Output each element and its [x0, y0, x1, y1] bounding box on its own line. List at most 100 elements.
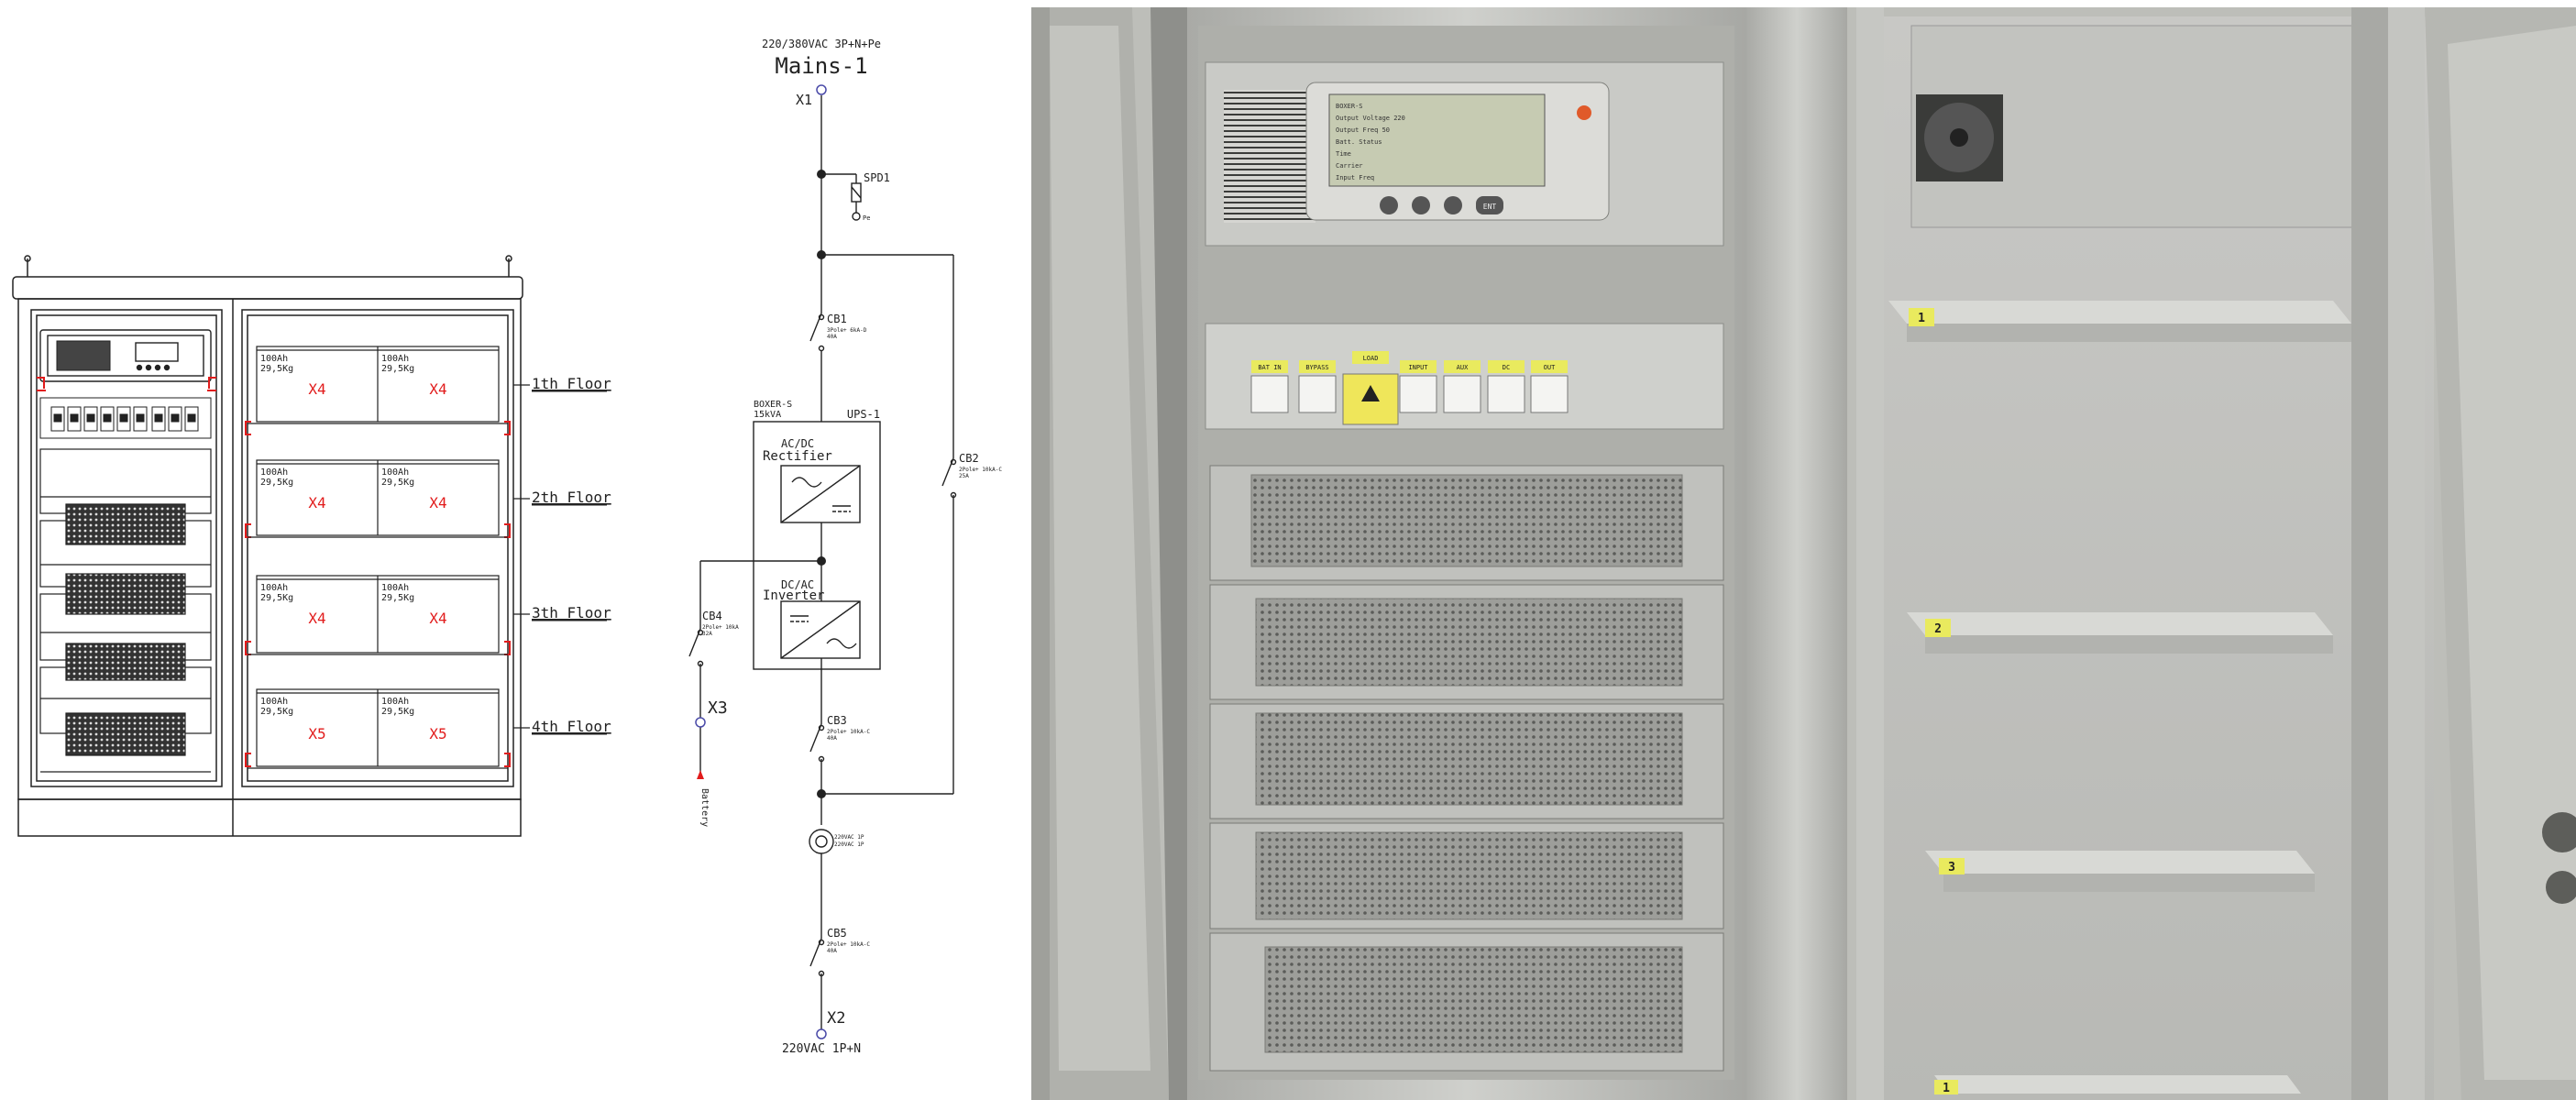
terminal-x1: [816, 84, 827, 95]
battery-capacity: 100Ah: [260, 468, 288, 478]
cb4-spec: 2Pole+ 10kA: [702, 624, 739, 631]
svg-text:BOXER-S: BOXER-S: [1336, 103, 1363, 110]
schematic-nodes: [695, 84, 827, 1040]
cb3-spec: 2Pole+ 10kA-C: [827, 729, 870, 735]
battery-capacity: 100Ah: [260, 697, 288, 707]
cb2-label: CB2: [959, 452, 979, 465]
cb1-label: CB1: [827, 313, 847, 325]
cb5-rating: 40A: [827, 948, 837, 954]
floor-label-3: 3th Floor: [532, 604, 611, 622]
x3-label: X3: [708, 698, 728, 718]
battery-capacity: 100Ah: [260, 354, 288, 364]
battery-qty: X4: [308, 494, 325, 512]
power-module-3: [65, 643, 186, 681]
battery-weight: 29,5Kg: [260, 364, 293, 374]
battery-qty: X4: [308, 610, 325, 627]
inverter-label-1: DC/AC: [781, 578, 814, 591]
battery-qty: X4: [429, 494, 446, 512]
svg-text:Output Freq 50: Output Freq 50: [1336, 126, 1390, 134]
cb5-spec: 2Pole+ 10kA-C: [827, 941, 870, 948]
floor-label-2: 2th Floor: [532, 489, 611, 506]
center-post: [1746, 7, 1847, 1100]
shelf-number-1: 1: [1918, 312, 1925, 325]
battery-capacity: 100Ah: [381, 697, 409, 707]
power-modules: [39, 448, 212, 773]
battery-label: Battery: [699, 788, 710, 827]
battery-quantities: X4 X4 X4 X4 X4 X4 X5 X5: [308, 380, 446, 742]
floor-label-1: 1th Floor: [532, 375, 611, 392]
svg-text:BYPASS: BYPASS: [1305, 364, 1328, 371]
mains-label: Mains-1: [775, 53, 867, 79]
battery-weight: 29,5Kg: [381, 593, 414, 603]
ups-head-unit: [39, 329, 212, 382]
x1-label: X1: [796, 92, 812, 108]
battery-qty: X4: [308, 380, 325, 398]
spd-label: SPD1: [864, 171, 890, 184]
x2-label: X2: [827, 1009, 845, 1028]
cb2-rating: 25A: [959, 473, 969, 479]
transformer-secondary: 220VAC 1P: [834, 842, 864, 848]
output-label: 220VAC 1P+N: [782, 1042, 861, 1056]
shelf-number-3: 3: [1948, 861, 1955, 874]
ups-vent-grille: [56, 340, 111, 371]
cb1-rating: 40A: [827, 334, 837, 340]
ups-model: BOXER-S: [754, 400, 792, 410]
battery-labels: 100Ah 29,5Kg 100Ah 29,5Kg 100Ah 29,5Kg 1…: [260, 354, 414, 717]
supply-label: 220/380VAC 3P+N+Pe: [762, 38, 881, 50]
ups-name: UPS-1: [847, 408, 880, 421]
battery-qty: X4: [429, 380, 446, 398]
power-module-2: [65, 573, 186, 615]
schematic-labels: 220/380VAC 3P+N+Pe Mains-1 X1 SPD1 Pe CB…: [699, 38, 1002, 1056]
battery-capacity: 100Ah: [381, 583, 409, 593]
battery-arrow: [697, 770, 704, 779]
cb2-spec: 2Pole+ 10kA-C: [959, 467, 1002, 473]
battery-capacity: 100Ah: [381, 468, 409, 478]
cabinet-photo: BOXER-S Output Voltage 220 Output Freq 5…: [1031, 7, 2576, 1100]
pe-terminal: [852, 212, 861, 221]
pe-label: Pe: [863, 214, 870, 222]
battery-weight: 29,5Kg: [260, 478, 293, 488]
shelf-number-2: 2: [1934, 622, 1942, 636]
ups-head-photo: BOXER-S Output Voltage 220 Output Freq 5…: [1205, 61, 1724, 247]
battery-capacity: 100Ah: [381, 354, 409, 364]
power-modules-photo: [1209, 465, 1724, 1072]
floor-label-4: 4th Floor: [532, 718, 611, 735]
photo-vent-grille: [1224, 90, 1316, 223]
power-module-4: [65, 712, 186, 756]
technical-drawing: 100Ah 29,5Kg 100Ah 29,5Kg 100Ah 29,5Kg 1…: [12, 38, 1002, 1056]
svg-text:Time: Time: [1336, 150, 1351, 158]
battery-qty: X5: [308, 725, 325, 742]
ups-power: 15kVA: [754, 410, 781, 420]
battery-weight: 29,5Kg: [381, 478, 414, 488]
single-line-diagram: [688, 95, 957, 1030]
battery-qty: X4: [429, 610, 446, 627]
photo-ent-button: ENT: [1483, 203, 1497, 211]
photo-lcd: [1328, 94, 1546, 187]
ups-box: [753, 421, 881, 670]
rectifier-label-2: Rectifier: [763, 449, 832, 464]
cb4-rating: 32A: [702, 631, 712, 637]
svg-text:Carrier: Carrier: [1336, 162, 1363, 170]
battery-weight: 29,5Kg: [260, 593, 293, 603]
breaker-row: [39, 397, 212, 439]
terminal-x2: [816, 1028, 827, 1040]
battery-shelves: [248, 346, 530, 769]
svg-text:LOAD: LOAD: [1363, 355, 1379, 362]
rectifier-label-1: AC/DC: [781, 437, 814, 450]
svg-text:Output Voltage 220: Output Voltage 220: [1336, 115, 1405, 122]
terminal-x3: [695, 717, 706, 728]
svg-text:Input Freq: Input Freq: [1336, 174, 1374, 182]
battery-weight: 29,5Kg: [260, 707, 293, 717]
cb3-rating: 40A: [827, 735, 837, 742]
cb1-spec: 3Pole+ 6kA-D: [827, 327, 867, 334]
svg-text:AUX: AUX: [1457, 364, 1469, 371]
shelf-number-4: 1: [1943, 1082, 1950, 1095]
transformer-primary: 220VAC 1P: [834, 834, 864, 841]
svg-text:BAT IN: BAT IN: [1258, 364, 1281, 371]
power-module-1: [65, 503, 186, 545]
ups-lcd: [135, 342, 179, 362]
battery-weight: 29,5Kg: [381, 364, 414, 374]
svg-text:DC: DC: [1503, 364, 1510, 371]
battery-capacity: 100Ah: [260, 583, 288, 593]
rectifier-symbol: [780, 465, 861, 523]
